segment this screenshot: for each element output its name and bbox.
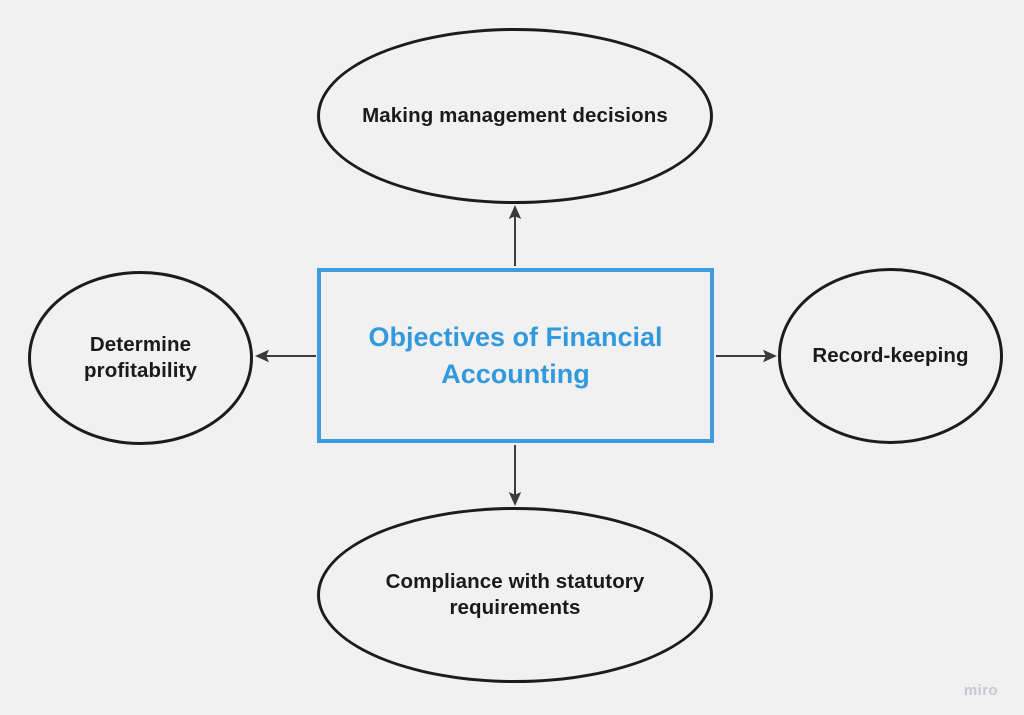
- node-determine-profitability[interactable]: Determine profitability: [28, 271, 253, 445]
- node-label: Making management decisions: [362, 103, 668, 127]
- node-label: Record-keeping: [812, 343, 969, 367]
- node-record-keeping[interactable]: Record-keeping: [778, 268, 1003, 444]
- node-label: Compliance with statutory requirements: [385, 569, 645, 619]
- node-making-management-decisions[interactable]: Making management decisions: [317, 28, 713, 204]
- center-node-label: Objectives of Financial Accounting: [368, 322, 663, 389]
- center-node-objectives-of-financial-accounting[interactable]: Objectives of Financial Accounting: [317, 268, 714, 443]
- node-compliance-with-statutory-requirements[interactable]: Compliance with statutory requirements: [317, 507, 713, 683]
- node-label: Determine profitability: [84, 332, 197, 382]
- miro-watermark: miro: [963, 682, 998, 699]
